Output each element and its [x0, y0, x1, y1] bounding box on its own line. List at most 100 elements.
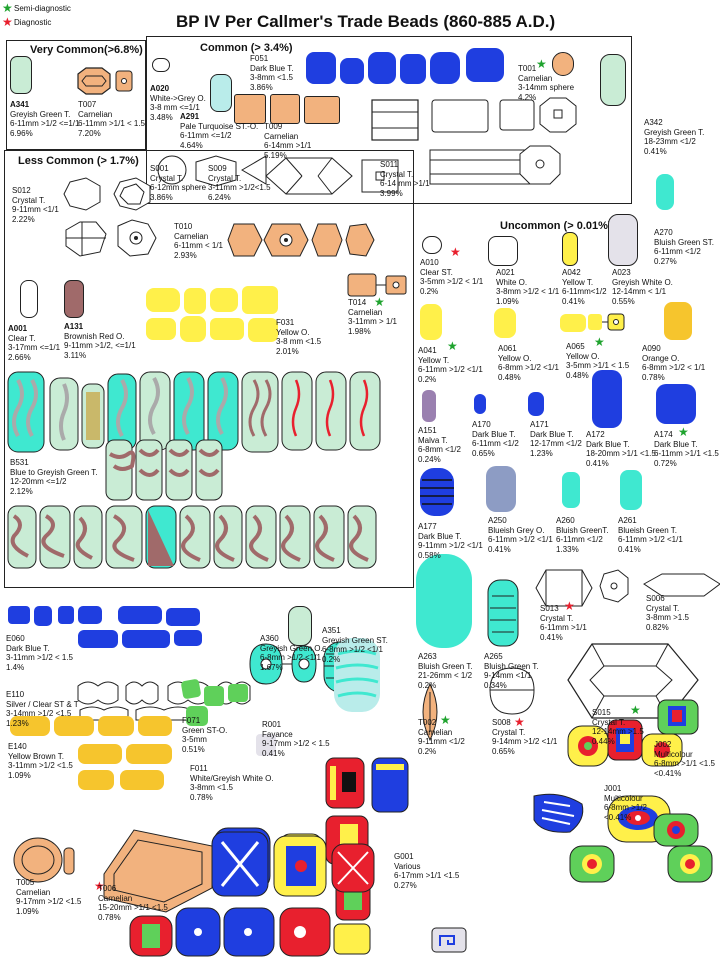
bead-a360 [288, 606, 312, 646]
bead-a250 [486, 466, 516, 512]
semi-diagnostic-star-icon-a174: ★ [678, 425, 689, 439]
bead-a351-icon [334, 638, 380, 712]
bead-f051-e [430, 52, 460, 84]
bead-f051-b [340, 58, 364, 84]
semi-diagnostic-star-icon-a041: ★ [447, 339, 458, 353]
semi-diagnostic-star-icon: ★ [2, 1, 13, 15]
crystal-beads-s001-s009-icon [157, 155, 267, 187]
diagnostic-star-icon-s013: ★ [564, 599, 575, 613]
bead-t009-b [270, 94, 300, 124]
bead-f031-a [146, 288, 180, 312]
legend-semi-label: Semi-diagnostic [14, 4, 71, 13]
diagnostic-star-icon-t006: ★ [94, 879, 105, 893]
bead-f031-e [146, 318, 176, 340]
beads-j001-j002-icon [567, 699, 713, 883]
bead-t001 [552, 52, 574, 76]
bead-f051-f [466, 48, 504, 82]
bead-t014-icon [347, 273, 407, 297]
bead-a342 [600, 54, 626, 106]
crystal-beads-s011-icon [371, 97, 577, 185]
semi-diagnostic-star-icon-s015: ★ [630, 703, 641, 717]
bead-a177-icon [420, 468, 454, 516]
bead-t009-a [234, 94, 266, 124]
bead-f031-g [210, 318, 244, 340]
bead-a170 [474, 394, 486, 414]
bead-a260 [562, 472, 580, 508]
bead-a041 [420, 304, 442, 340]
bead-t009-c [304, 96, 340, 124]
legend-diag-label: Diagnostic [14, 18, 52, 27]
bead-a023 [608, 214, 638, 266]
bead-a291 [210, 74, 232, 112]
bead-f031-h [248, 318, 278, 342]
bead-a261 [620, 470, 642, 510]
bead-t010-icon [227, 223, 375, 257]
bead-f031-c [210, 288, 238, 312]
diagnostic-star-icon-s008: ★ [514, 715, 525, 729]
semi-diagnostic-star-icon-t002: ★ [440, 713, 451, 727]
bead-a174 [656, 384, 696, 424]
bead-a270 [656, 174, 674, 210]
bead-f031-b [184, 288, 206, 314]
crystal-bead-s009b-icon [265, 157, 399, 195]
bead-blue-eye-icon [533, 793, 584, 833]
common-heading: Common (> 3.4%) [200, 42, 293, 54]
bead-a171 [528, 392, 544, 416]
bead-f051-a [306, 52, 336, 84]
crystal-beads-s013-s006-icon [535, 569, 720, 607]
less-common-heading: Less Common (> 1.7%) [18, 155, 139, 167]
diagnostic-star-icon-a010: ★ [450, 245, 461, 259]
bead-g001-small-icon [431, 927, 467, 953]
bead-t005-icon [13, 837, 75, 883]
less-common-box [4, 150, 414, 588]
bead-a021 [488, 236, 518, 266]
common-box [146, 36, 632, 204]
bead-a020 [152, 58, 170, 72]
crystal-beads-s012-icon [63, 177, 157, 257]
bead-a042 [562, 232, 578, 266]
bead-t007-icon [77, 67, 133, 95]
bead-a265-icon [487, 579, 519, 647]
bead-a263 [416, 554, 472, 648]
bead-a341 [10, 56, 32, 94]
